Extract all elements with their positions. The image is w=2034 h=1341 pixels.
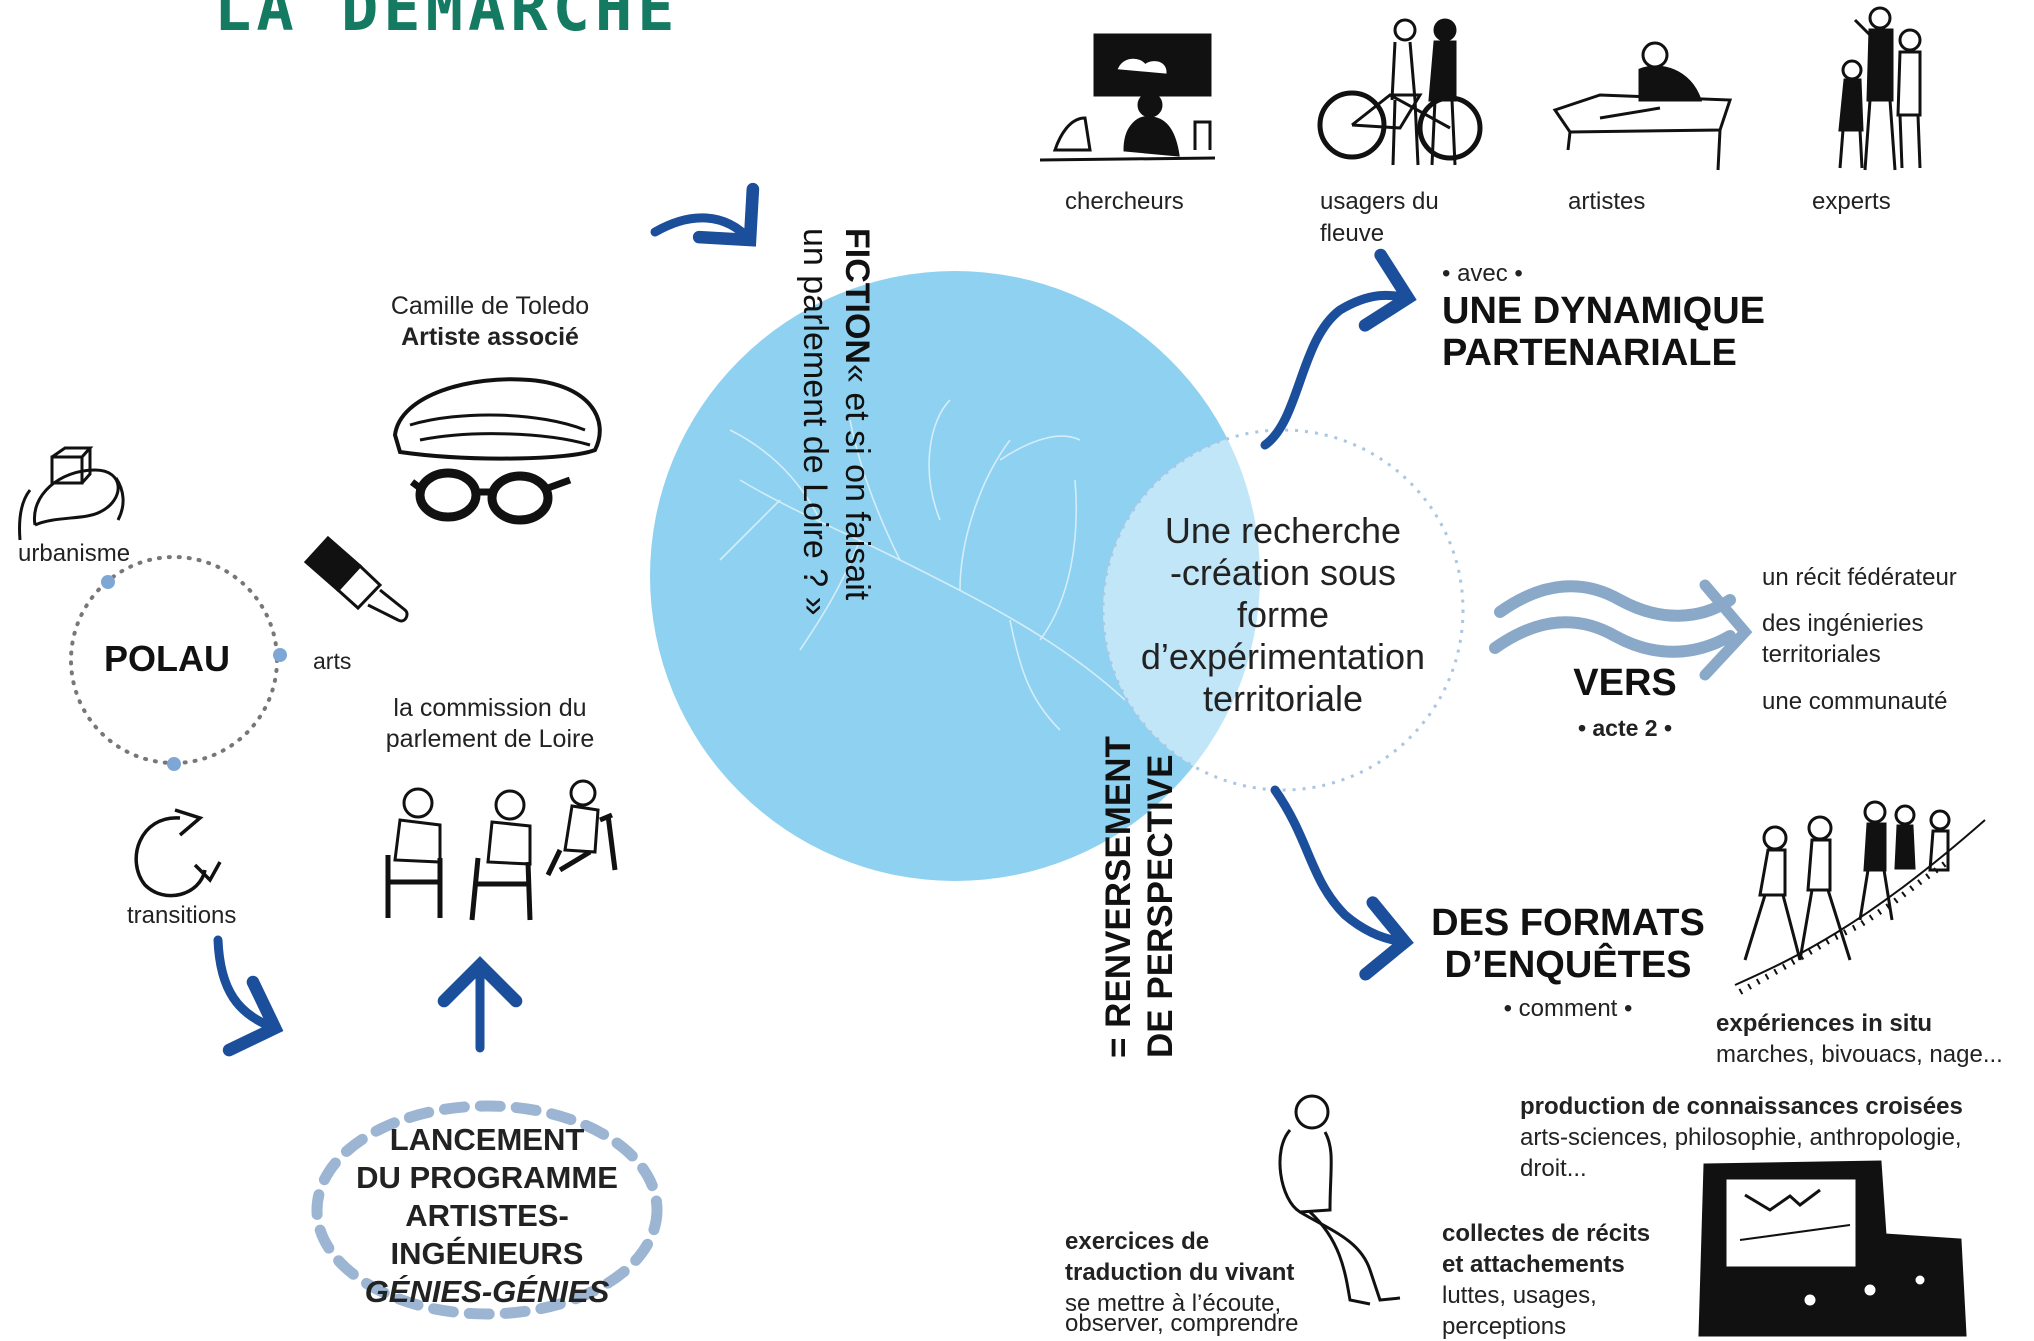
house-illustration [18,446,125,541]
arts-label: arts [313,648,352,674]
prod-desc2: droit... [1520,1155,1587,1182]
partner-experts: experts [1812,188,1891,215]
vers-item-recit: un récit fédérateur [1762,564,1957,591]
renversement-line2: DE PERSPECTIVE [1141,754,1180,1058]
exercices-desc1: se mettre à l’écoute, [1065,1290,1282,1317]
commission-people-illustration [385,779,618,921]
bike-users-illustration [1317,18,1483,166]
commission-line2: parlement de Loire [385,725,595,753]
researcher-illustration [1039,33,1216,162]
recherche-line1: Une recherche [1164,510,1402,551]
launch-line3: ARTISTES- [405,1198,569,1233]
arrow-to-fiction [650,182,760,247]
insitu-title: expériences in situ [1716,1010,1933,1037]
page-title: LA DÉMARCHE [214,0,680,45]
collectes-title2: et attachements [1442,1251,1625,1278]
cycle-illustration [134,808,222,898]
prod-title: production de connaissances croisées [1520,1093,1963,1120]
arrow-to-dynamique [1260,248,1417,450]
polau-label: POLAU [104,638,230,679]
renversement-line1: = RENVERSEMENT [1099,736,1138,1058]
urbanisme-label: urbanisme [18,540,131,567]
insitu-desc: marches, bivouacs, nage... [1716,1041,2003,1068]
recherche-line5: territoriale [1202,678,1364,719]
launch-line4: INGÉNIEURS [390,1236,584,1271]
fiction-bold: FICTION [838,228,876,364]
recherche-line3: forme [1236,594,1330,635]
launch-line5: GÉNIES-GÉNIES [364,1274,610,1309]
formats-line1: DES FORMATS [1431,902,1705,944]
paintbrush-illustration [303,535,409,623]
recherche-line4: d’expérimentation [1140,636,1426,677]
beret-glasses-illustration [392,377,602,525]
polau-node-urbanisme [101,575,115,589]
fiction-line1: « et si on faisait [838,363,876,601]
fiction-vertical-text: FICTION« et si on faisait un parlement d… [794,228,878,615]
vers-item-ingenieries-2: territoriales [1762,641,1881,668]
partner-chercheurs: chercheurs [1065,188,1184,215]
loire-river-network [719,399,1126,731]
exercices-desc2: observer, comprendre [1065,1310,1299,1337]
recherche-circle [1101,428,1465,792]
dynamique-line1: UNE DYNAMIQUE [1442,290,1766,332]
camille-name: Camille de Toledo [390,292,590,320]
commission-line1: la commission du [393,694,587,722]
fiction-line2: un parlement de Loire ? » [796,228,834,616]
walkers-illustration [1734,800,1986,995]
collectes-desc2: perceptions [1442,1313,1567,1340]
avec-label: • avec • [1442,260,1523,287]
formats-line2: D’ENQUÊTES [1444,944,1692,986]
vers-waves [1489,579,1753,681]
polau-node-transitions [167,757,181,771]
artist-illustration [1552,41,1733,171]
collectes-desc1: luttes, usages, [1442,1282,1597,1309]
arrow-transitions-to-launch [213,935,284,1057]
comment-label: • comment • [1503,995,1633,1022]
dynamique-line2: PARTENARIALE [1442,332,1737,374]
vers-item-ingenieries-1: des ingénieries [1762,610,1924,637]
partner-artistes: artistes [1568,188,1646,215]
renversement-vertical-text: = RENVERSEMENT DE PERSPECTIVE [1098,736,1182,1058]
launch-cloud [311,1100,663,1320]
experts-illustration [1838,6,1922,171]
arrow-to-formats [1270,785,1414,981]
acte-label: • acte 2 • [1577,715,1673,741]
camille-role: Artiste associé [401,323,579,351]
listening-man-illustration [1278,1094,1401,1306]
fiction-circle [650,271,1260,881]
partner-usagers-line1: usagers du [1320,188,1439,215]
exercices-title1: exercices de [1065,1228,1210,1255]
partner-usagers-line2: fleuve [1320,220,1385,247]
recherche-line2: -création sous [1169,552,1397,593]
polau-node-arts [273,648,287,662]
launch-line2: DU PROGRAMME [356,1160,618,1195]
exercices-title2: traduction du vivant [1065,1259,1295,1286]
prod-desc1: arts-sciences, philosophie, anthropologi… [1520,1124,1962,1151]
screening-illustration [1698,1160,1967,1337]
vers-item-communaute: une communauté [1762,688,1948,715]
transitions-label: transitions [127,902,237,929]
vers-label: VERS [1573,662,1677,704]
launch-line1: LANCEMENT [389,1122,585,1157]
collectes-title1: collectes de récits [1442,1220,1651,1247]
